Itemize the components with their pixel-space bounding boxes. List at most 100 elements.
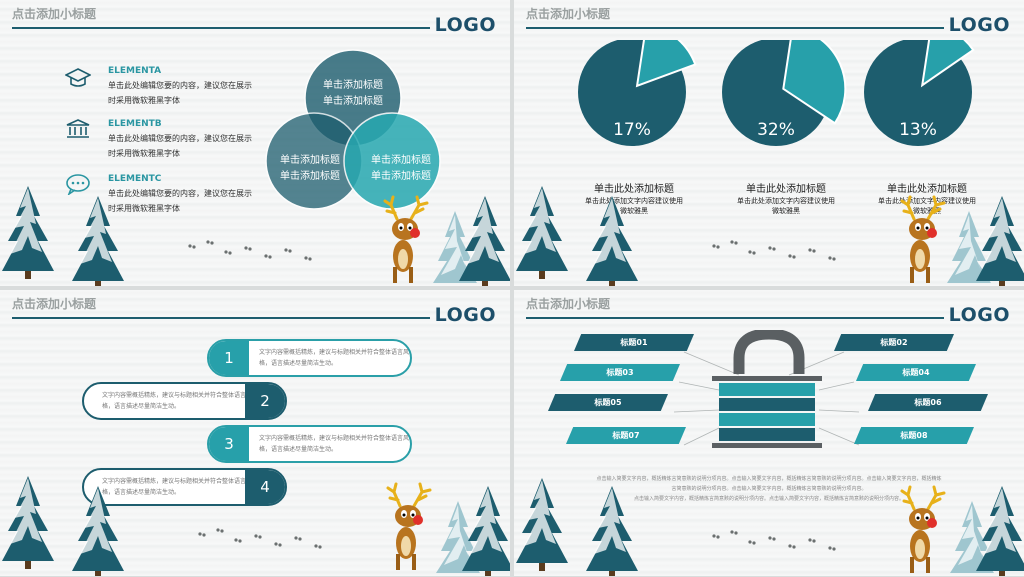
reindeer (900, 195, 946, 285)
winter-scene (2, 476, 510, 576)
bank-icon (66, 119, 90, 138)
tag-title: 标题04 (856, 364, 976, 381)
slide-venn[interactable]: 点击添加小标题 LOGO ELEMENTA 单击此处编辑您要的内容，建议您在展示… (0, 0, 510, 286)
slide-pies[interactable]: 点击添加小标题 LOGO 17% 32% 13% 单击此处添加标题 单击此处添加… (514, 0, 1024, 286)
slide-subtitle: 点击添加小标题 (526, 297, 611, 311)
pie-slice (782, 40, 847, 125)
lock-band (719, 398, 815, 411)
venn-diagram (265, 49, 441, 210)
step-item[interactable]: 文字内容需概括精炼，建议与标题相关并符合整体语言风格，语言描述尽量简洁生动。 2 (82, 382, 287, 420)
winter-scene (2, 186, 510, 286)
venn-label-line: 单击添加标题 (280, 155, 340, 166)
step-number: 2 (245, 384, 285, 418)
venn-label-left: 单击添加标题 单击添加标题 (260, 153, 360, 185)
venn-label-line: 单击添加标题 (280, 171, 340, 182)
winter-scene (516, 478, 1024, 576)
pie-title: 单击此处添加标题 (887, 184, 967, 195)
winter-scene (516, 186, 1024, 286)
footprints (712, 240, 836, 261)
pie-percent: 17% (613, 120, 651, 140)
logo: LOGO (948, 14, 1010, 36)
feature-title: ELEMENTA (108, 66, 162, 76)
pine-tree (459, 196, 510, 286)
footprints (712, 530, 836, 551)
pie-title: 单击此处添加标题 (746, 184, 826, 195)
feature-title: ELEMENTB (108, 119, 162, 129)
pie-desc: 单击此处添加文字内容建议使用微软雅黑 (585, 197, 683, 215)
tag-title: 标题08 (854, 427, 974, 444)
venn-label-top: 单击添加标题 单击添加标题 (303, 78, 403, 110)
footprints (198, 528, 322, 549)
pine-tree (2, 186, 54, 279)
lock-band (719, 428, 815, 441)
slide-lock[interactable]: 点击添加小标题 LOGO 标题01 标题02 标题03 (514, 290, 1024, 576)
feature-desc: 单击此处编辑您要的内容，建议您在展示时采用微软雅黑字体 (108, 189, 252, 213)
step-text: 文字内容需概括精炼，建议与标题相关并符合整体语言风格，语言描述尽量简洁生动。 (259, 349, 410, 367)
slide-subtitle: 点击添加小标题 (12, 297, 97, 311)
pine-tree (976, 486, 1024, 576)
tag-title: 标题02 (834, 334, 954, 351)
step-text: 文字内容需概括精炼，建议与标题相关并符合整体语言风格，语言描述尽量简洁生动。 (259, 435, 410, 453)
pie-percent: 13% (899, 120, 937, 140)
step-number: 4 (245, 470, 285, 504)
reindeer (386, 482, 432, 572)
venn-label-line: 单击添加标题 (371, 155, 431, 166)
footprints (188, 240, 312, 261)
pie-desc: 单击此处添加文字内容建议使用微软雅黑 (737, 197, 835, 215)
step-number: 1 (209, 341, 249, 375)
step-item[interactable]: 文字内容需概括精炼，建议与标题相关并符合整体语言风格，语言描述尽量简洁生动。 4 (82, 468, 287, 506)
feature-title: ELEMENTC (108, 174, 162, 184)
pine-tree (2, 476, 54, 569)
feature-desc: 单击此处编辑您要的内容，建议您在展示时采用微软雅黑字体 (108, 81, 252, 105)
reindeer (383, 195, 429, 285)
body-text-line: 点击输入简要文字内容，概括精炼言简意赅的说明分项内容。点击输入简要文字内容，概括… (633, 496, 904, 502)
tag-title: 标题07 (566, 427, 686, 444)
logo: LOGO (434, 304, 496, 326)
connector-lines (673, 351, 860, 446)
pine-tree (586, 196, 638, 286)
tag-title: 标题01 (574, 334, 694, 351)
lock-band (719, 413, 815, 426)
logo: LOGO (948, 304, 1010, 326)
lock-band (719, 383, 815, 396)
header-line (12, 27, 430, 29)
pie-percent: 32% (757, 120, 795, 140)
feature-desc: 单击此处编辑您要的内容，建议您在展示时采用微软雅黑字体 (108, 134, 252, 158)
lock-diagram (673, 330, 860, 448)
step-number: 3 (209, 427, 249, 461)
pine-tree (976, 196, 1024, 286)
step-text: 文字内容需概括精炼，建议与标题相关并符合整体语言风格，语言描述尽量简洁生动。 (102, 392, 253, 410)
pine-tree (516, 186, 568, 279)
reindeer (900, 485, 946, 575)
tag-title: 标题06 (868, 394, 988, 411)
lock-top-bar (712, 376, 822, 381)
pine-tree (586, 486, 638, 576)
graduation-cap-icon (65, 68, 91, 87)
pine-tree (462, 486, 510, 576)
pine-tree (516, 478, 568, 571)
venn-label-line: 单击添加标题 (323, 96, 383, 107)
tag-title: 标题03 (560, 364, 680, 381)
venn-label-line: 单击添加标题 (371, 171, 431, 182)
chat-bubble-icon (66, 174, 90, 195)
pine-tree (72, 486, 124, 576)
slide-steps[interactable]: 点击添加小标题 LOGO 1 文字内容需概括精炼，建议与标题相关并符合整体语言风… (0, 290, 510, 576)
lock-shackle (733, 330, 805, 374)
slide-subtitle: 点击添加小标题 (12, 7, 97, 21)
step-item[interactable]: 1 文字内容需概括精炼，建议与标题相关并符合整体语言风格，语言描述尽量简洁生动。 (207, 339, 412, 377)
slide-subtitle: 点击添加小标题 (526, 7, 611, 21)
venn-label-line: 单击添加标题 (323, 80, 383, 91)
pie-desc: 单击此处添加文字内容建议使用微软雅黑 (878, 197, 976, 215)
logo: LOGO (434, 14, 496, 36)
header-line (12, 317, 430, 319)
header-line (526, 27, 944, 29)
pie-slice (635, 40, 697, 88)
body-text-line: 言简意赅的说明分项内容。点击输入简要文字内容，概括精炼言简意赅的说明分项内容。 (671, 486, 867, 492)
step-item[interactable]: 3 文字内容需概括精炼，建议与标题相关并符合整体语言风格，语言描述尽量简洁生动。 (207, 425, 412, 463)
header-line (526, 317, 944, 319)
tag-title: 标题05 (548, 394, 668, 411)
pie-title: 单击此处添加标题 (594, 184, 674, 195)
body-text-line: 点击输入简要文字内容，概括精炼言简意赅的说明分项内容。点击输入简要文字内容，概括… (596, 476, 942, 482)
pine-tree (72, 196, 124, 286)
